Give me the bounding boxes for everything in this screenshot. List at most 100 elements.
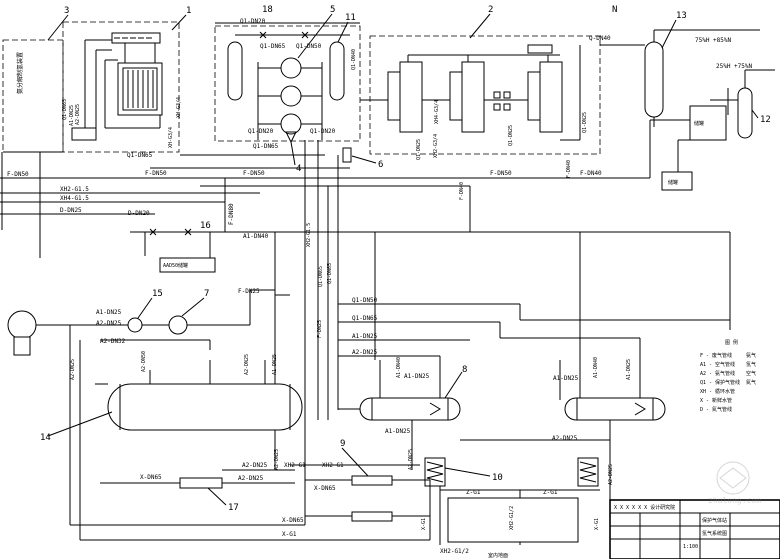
pipe-label: Q1-DN65 [352, 315, 378, 322]
pipe-label: A1-DN25 [69, 105, 75, 126]
tank-16: AAD50储罐 [130, 228, 216, 273]
pipe-label: Q1-DN65 [327, 263, 333, 284]
pipe-label: Q1-DN65 [318, 266, 324, 287]
pipe-label: F-DN50 [7, 171, 29, 178]
pump-group-9 [290, 464, 600, 545]
vessel-a [227, 41, 243, 101]
legend-right: 氮气 [746, 379, 756, 386]
pipe-label: Q1-DN20 [240, 18, 266, 25]
vertical-risers [224, 140, 731, 525]
legend-row: F - 废气管线 [700, 352, 732, 359]
receiver-2-label: 储罐 [668, 179, 678, 186]
receiver-box [689, 105, 727, 141]
pipe-label: F-DN80 [228, 203, 235, 225]
pipe-label: X-DN65 [140, 474, 162, 481]
title-block-scale: 1:100 [683, 544, 698, 550]
pipe-label: XH2-G1 [322, 462, 344, 469]
callout-16: 16 [200, 221, 211, 231]
pipe-label: XH-G3/4 [168, 127, 174, 148]
pipe-label: Q1-DN65 [127, 152, 153, 159]
callout-10: 10 [492, 473, 503, 483]
callout-9: 9 [340, 439, 345, 449]
legend-right: 氨气 [746, 352, 756, 359]
legend-right: 空气 [746, 370, 756, 377]
callout-7: 7 [204, 289, 209, 299]
north-mark: N [612, 5, 617, 15]
pipe-label: Q1-DN50 [352, 297, 378, 304]
heater-core [117, 62, 163, 116]
pipe-label: F-DN50 [243, 170, 265, 177]
callout-2: 2 [488, 5, 493, 15]
pipe-label: A1-DN40 [243, 233, 269, 240]
tank-16-label: AAD50储罐 [163, 262, 188, 269]
pipe-label: A2-DN25 [408, 449, 414, 470]
pipe-label: F-DN25 [238, 288, 260, 295]
pipe-label: Z-G1 [466, 489, 481, 496]
pipe-label: A1-DN40 [593, 357, 599, 378]
pipe-label: Q1-DN20 [248, 128, 274, 135]
pipe-label: F-DN25 [317, 320, 323, 338]
pipe-label: Q1-DN25 [508, 125, 514, 146]
pipe-label: F-DN40 [459, 182, 465, 200]
pipe-label: F-DN40 [566, 160, 572, 178]
vessel-b [329, 41, 345, 101]
legend-row: D - 氮气管线 [700, 406, 732, 413]
pipe-label: XH4-G1.5 [60, 195, 89, 202]
callout-14: 14 [40, 433, 51, 443]
pipe-label: A1-DN40 [396, 357, 402, 378]
legend-row: A2 - 氨气管线 [700, 370, 735, 377]
pipe-label: X-DN65 [314, 485, 336, 492]
legend-row: Q1 - 保护气管线 [700, 379, 740, 386]
compressor-5a [280, 57, 302, 79]
pipe-label: XH2-G1.5 [306, 223, 312, 247]
pipe-label: XH2-G1.5 [60, 186, 89, 193]
pipe-label: A2-DN25 [70, 359, 76, 380]
pipe-label: A2-DN25 [96, 320, 122, 327]
callout-4: 4 [296, 164, 301, 174]
pipe-label: F-DN40 [580, 170, 602, 177]
pipe-label: X-G1 [594, 518, 600, 530]
heat-exchanger-right [564, 397, 666, 421]
pipe-label: XH2-G1/2 [509, 506, 515, 530]
pipe-label: XH2-G1 [284, 462, 306, 469]
title-block-header: X X X X X X 设计研究院 [614, 504, 675, 511]
callout-1: 1 [186, 6, 191, 16]
pipe-label: Q1-DN50 [296, 43, 322, 50]
pipe-label: XH2-G1/2 [440, 548, 469, 555]
pipe-label: Z-G1 [543, 489, 558, 496]
box3-label: 氨分解制氢装置 [16, 52, 24, 94]
control-box [71, 127, 97, 141]
pipe-label: A2-DN32 [100, 338, 126, 345]
pipe-label: XH-G3/4 [176, 97, 182, 118]
pipe-label: A2-DN25 [552, 435, 578, 442]
pipe-label: F-DN50 [490, 170, 512, 177]
pipe-label: D-DN25 [60, 207, 82, 214]
pipe-label: Q1-DN25 [582, 112, 588, 133]
pipe-label: F-DN50 [145, 170, 167, 177]
callout-12: 12 [760, 115, 771, 125]
pipe-label: X-G1 [421, 518, 427, 530]
pipe-label: A2-DN50 [141, 351, 147, 372]
compressor-15 [7, 289, 275, 356]
legend-row: A1 - 空气管线 [700, 361, 735, 368]
floor-label: 室内地面 [488, 552, 508, 559]
filter-17 [100, 469, 295, 489]
callout-8: 8 [462, 365, 467, 375]
pipe-label: Q1-DN20 [310, 128, 336, 135]
pipe-label: Q1-DN65 [62, 99, 68, 120]
callout-18: 18 [262, 5, 273, 15]
pipe-label: 25%H +75%N [716, 63, 753, 70]
compressor-frame [214, 22, 361, 144]
vessel-12 [710, 69, 775, 139]
heat-exchanger-8 [338, 397, 461, 421]
pipe-label: A1-DN25 [96, 309, 122, 316]
pipe-label: A2-DN25 [274, 449, 280, 470]
equipment-box-3 [2, 39, 64, 153]
equipment-box-2 [360, 35, 601, 155]
receiver-label: 储罐 [694, 120, 704, 127]
pipe-label: XH2-G3/4 [433, 134, 439, 158]
legend-title: 图 例 [725, 339, 738, 346]
pipe-label: A2-DN25 [244, 354, 250, 375]
pipe-label: D-DN20 [128, 210, 150, 217]
